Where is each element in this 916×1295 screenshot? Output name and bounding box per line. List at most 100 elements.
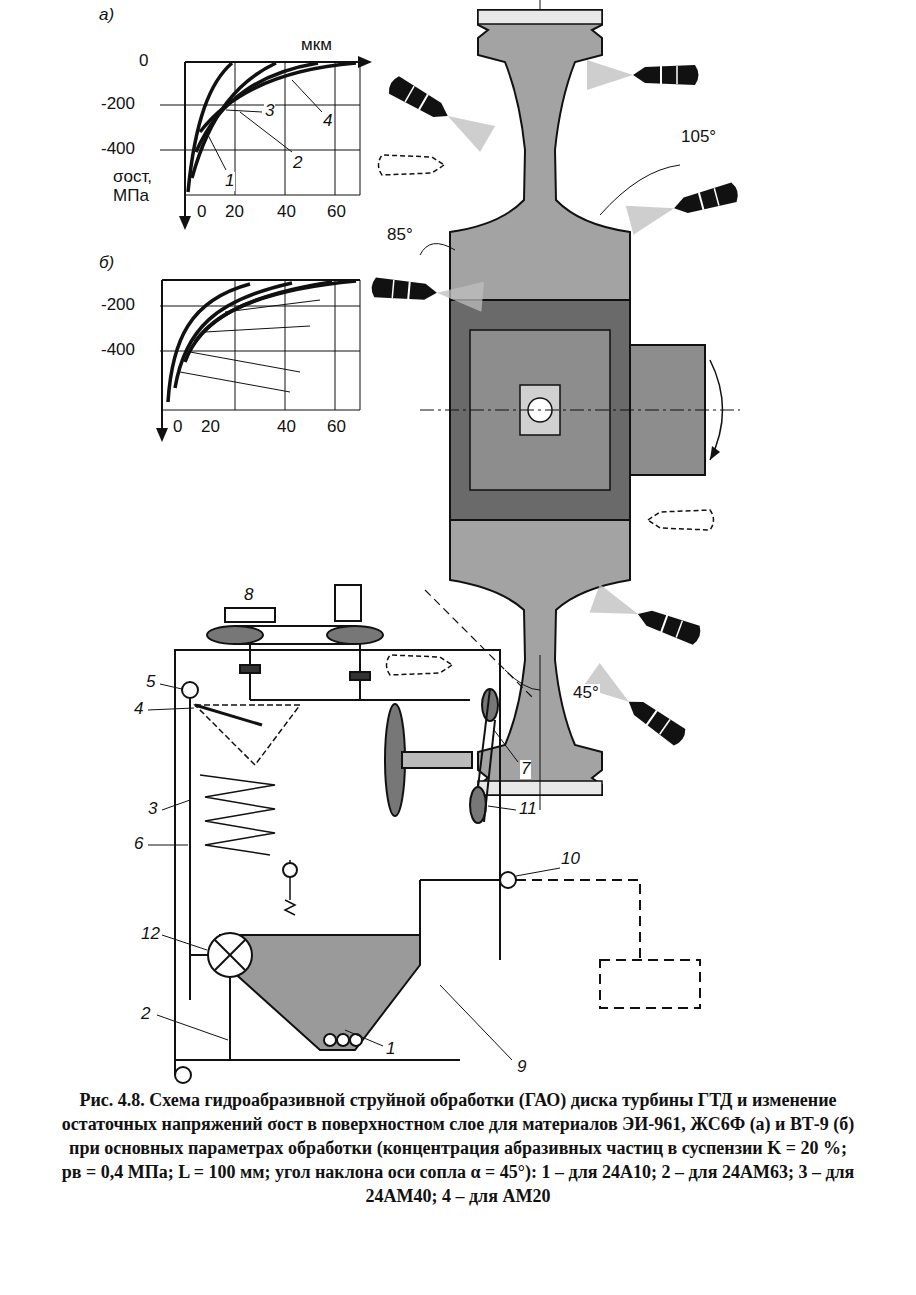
blasting-machine-part [350,672,370,680]
turbine-disk-part [379,155,445,175]
blasting-machine-part [478,689,490,787]
angle-label: 85° [386,226,414,245]
blasting-machine-part [345,1030,383,1046]
stress-chart-b-part [195,281,356,342]
stress-chart-b-part [285,280,286,410]
turbine-disk-part [420,244,455,255]
stress-chart-a-part [184,62,186,220]
blasting-machine-part [402,752,472,768]
stress-chart-a-part [160,105,360,106]
blasting-machine-part [148,708,194,710]
blasting-machine-part [225,608,275,622]
callout-number: 10 [560,850,581,869]
stress-chart-b-part [160,306,360,307]
axis-tick: 0 [138,52,149,71]
stress-chart-b-part [235,280,236,410]
blasting-machine-part [516,880,640,960]
blasting-machine-part [235,643,355,645]
axis-unit: мкм [300,36,333,55]
blasting-machine-part [200,775,275,855]
blasting-machine-part [207,626,263,644]
callout-number: 2 [140,1005,151,1024]
stress-chart-b-part [190,352,300,372]
curve-number: 1 [224,172,235,191]
angle-label: 105° [680,128,717,147]
blasting-machine-part [148,845,188,846]
blasting-machine-part [488,806,516,810]
stress-chart-a-part [160,150,360,151]
turbine-disk-part [420,410,740,411]
blasting-machine-part [350,1034,362,1046]
blasting-machine-part [157,1015,228,1040]
callout-number: 5 [145,673,156,692]
blasting-machine-part [430,699,470,701]
stress-chart-a [160,56,372,230]
stress-chart-a-part [185,195,360,196]
blasting-machine-part [337,1034,349,1046]
blasting-machine-part [283,863,297,877]
callout-number: 11 [518,800,538,819]
blasting-machine-part [190,954,208,956]
blasting-machine-part [215,940,245,970]
stress-chart-b-part [156,428,168,442]
blasting-machine [148,585,700,1083]
turbine-disk-part [370,272,484,312]
blasting-machine-part [600,960,700,1008]
turbine-disk-part [630,345,705,475]
stress-chart-b-part [180,372,290,392]
blasting-machine-part [240,665,260,673]
callout-number: 7 [520,760,531,779]
callout-number: 3 [147,800,158,819]
stress-chart-b-part [205,326,310,332]
blasting-machine-part [440,985,512,1060]
axis-tick: 40 [276,203,297,222]
axis-title: σост, МПа [112,168,162,205]
stress-chart-a-part [196,63,318,152]
turbine-disk-part [387,655,453,675]
turbine-disk-part [425,590,535,700]
stress-chart-a-part [285,62,286,195]
stress-chart-b-part [185,282,332,362]
axis-tick: 20 [200,418,221,437]
axis-tick: 20 [224,203,245,222]
turbine-disk-part [383,70,495,152]
turbine-disk-part [710,360,723,460]
axis-tick: 60 [326,418,347,437]
turbine-disk-part [710,446,720,460]
blasting-machine-part [215,940,245,970]
axis-tick: -200 [100,95,136,114]
blasting-machine-part [419,880,421,935]
turbine-disk [370,0,741,810]
blasting-machine-part [160,684,182,689]
turbine-disk-part [600,165,680,215]
stress-chart-b-part [225,300,320,312]
blasting-machine-part [500,872,516,888]
blasting-machine-part [335,585,361,621]
panel-letter: б) [98,254,115,273]
stress-chart-a-part [226,110,262,112]
stress-chart-b [156,280,360,442]
blasting-machine-part [235,625,355,627]
blasting-machine-part [250,699,430,701]
blasting-machine-part [162,935,207,950]
blasting-machine-part [182,682,198,698]
blasting-machine-part [516,868,560,876]
blasting-machine-part [208,933,252,977]
stress-chart-a-part [335,62,336,195]
turbine-disk-part [648,510,714,530]
turbine-disk-part [540,655,541,800]
blasting-machine-part [420,879,500,881]
figure-caption: Рис. 4.8. Схема гидроабразивной струйной… [60,1088,856,1208]
callout-number: 12 [140,925,161,944]
callout-number: 9 [516,1058,527,1077]
turbine-disk-part [505,670,540,690]
blasting-machine-part [175,1067,191,1083]
blasting-machine-part [324,1034,336,1046]
axis-tick: 40 [276,418,297,437]
stress-chart-b-part [161,280,163,432]
axis-tick: -400 [100,341,136,360]
curve-number: 4 [322,112,333,131]
blasting-machine-part [494,730,518,762]
stress-chart-b-part [360,280,361,410]
axis-tick: -400 [100,140,136,159]
